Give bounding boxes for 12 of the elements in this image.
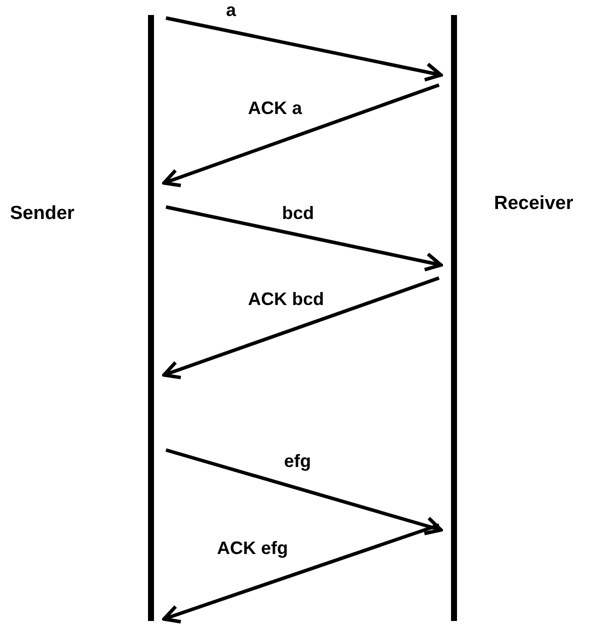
arrow (162, 523, 440, 624)
participant-label: Sender (10, 203, 74, 225)
lifeline-bar (148, 15, 154, 621)
arrow (162, 276, 440, 380)
lifeline-bar (451, 15, 457, 621)
arrow (166, 16, 443, 82)
participant-label: Receiver (494, 193, 574, 215)
edge-label: ACK efg (215, 538, 290, 558)
arrow (162, 83, 440, 188)
arrow (166, 205, 443, 272)
edge-label: efg (282, 451, 313, 471)
arrow (166, 448, 443, 536)
